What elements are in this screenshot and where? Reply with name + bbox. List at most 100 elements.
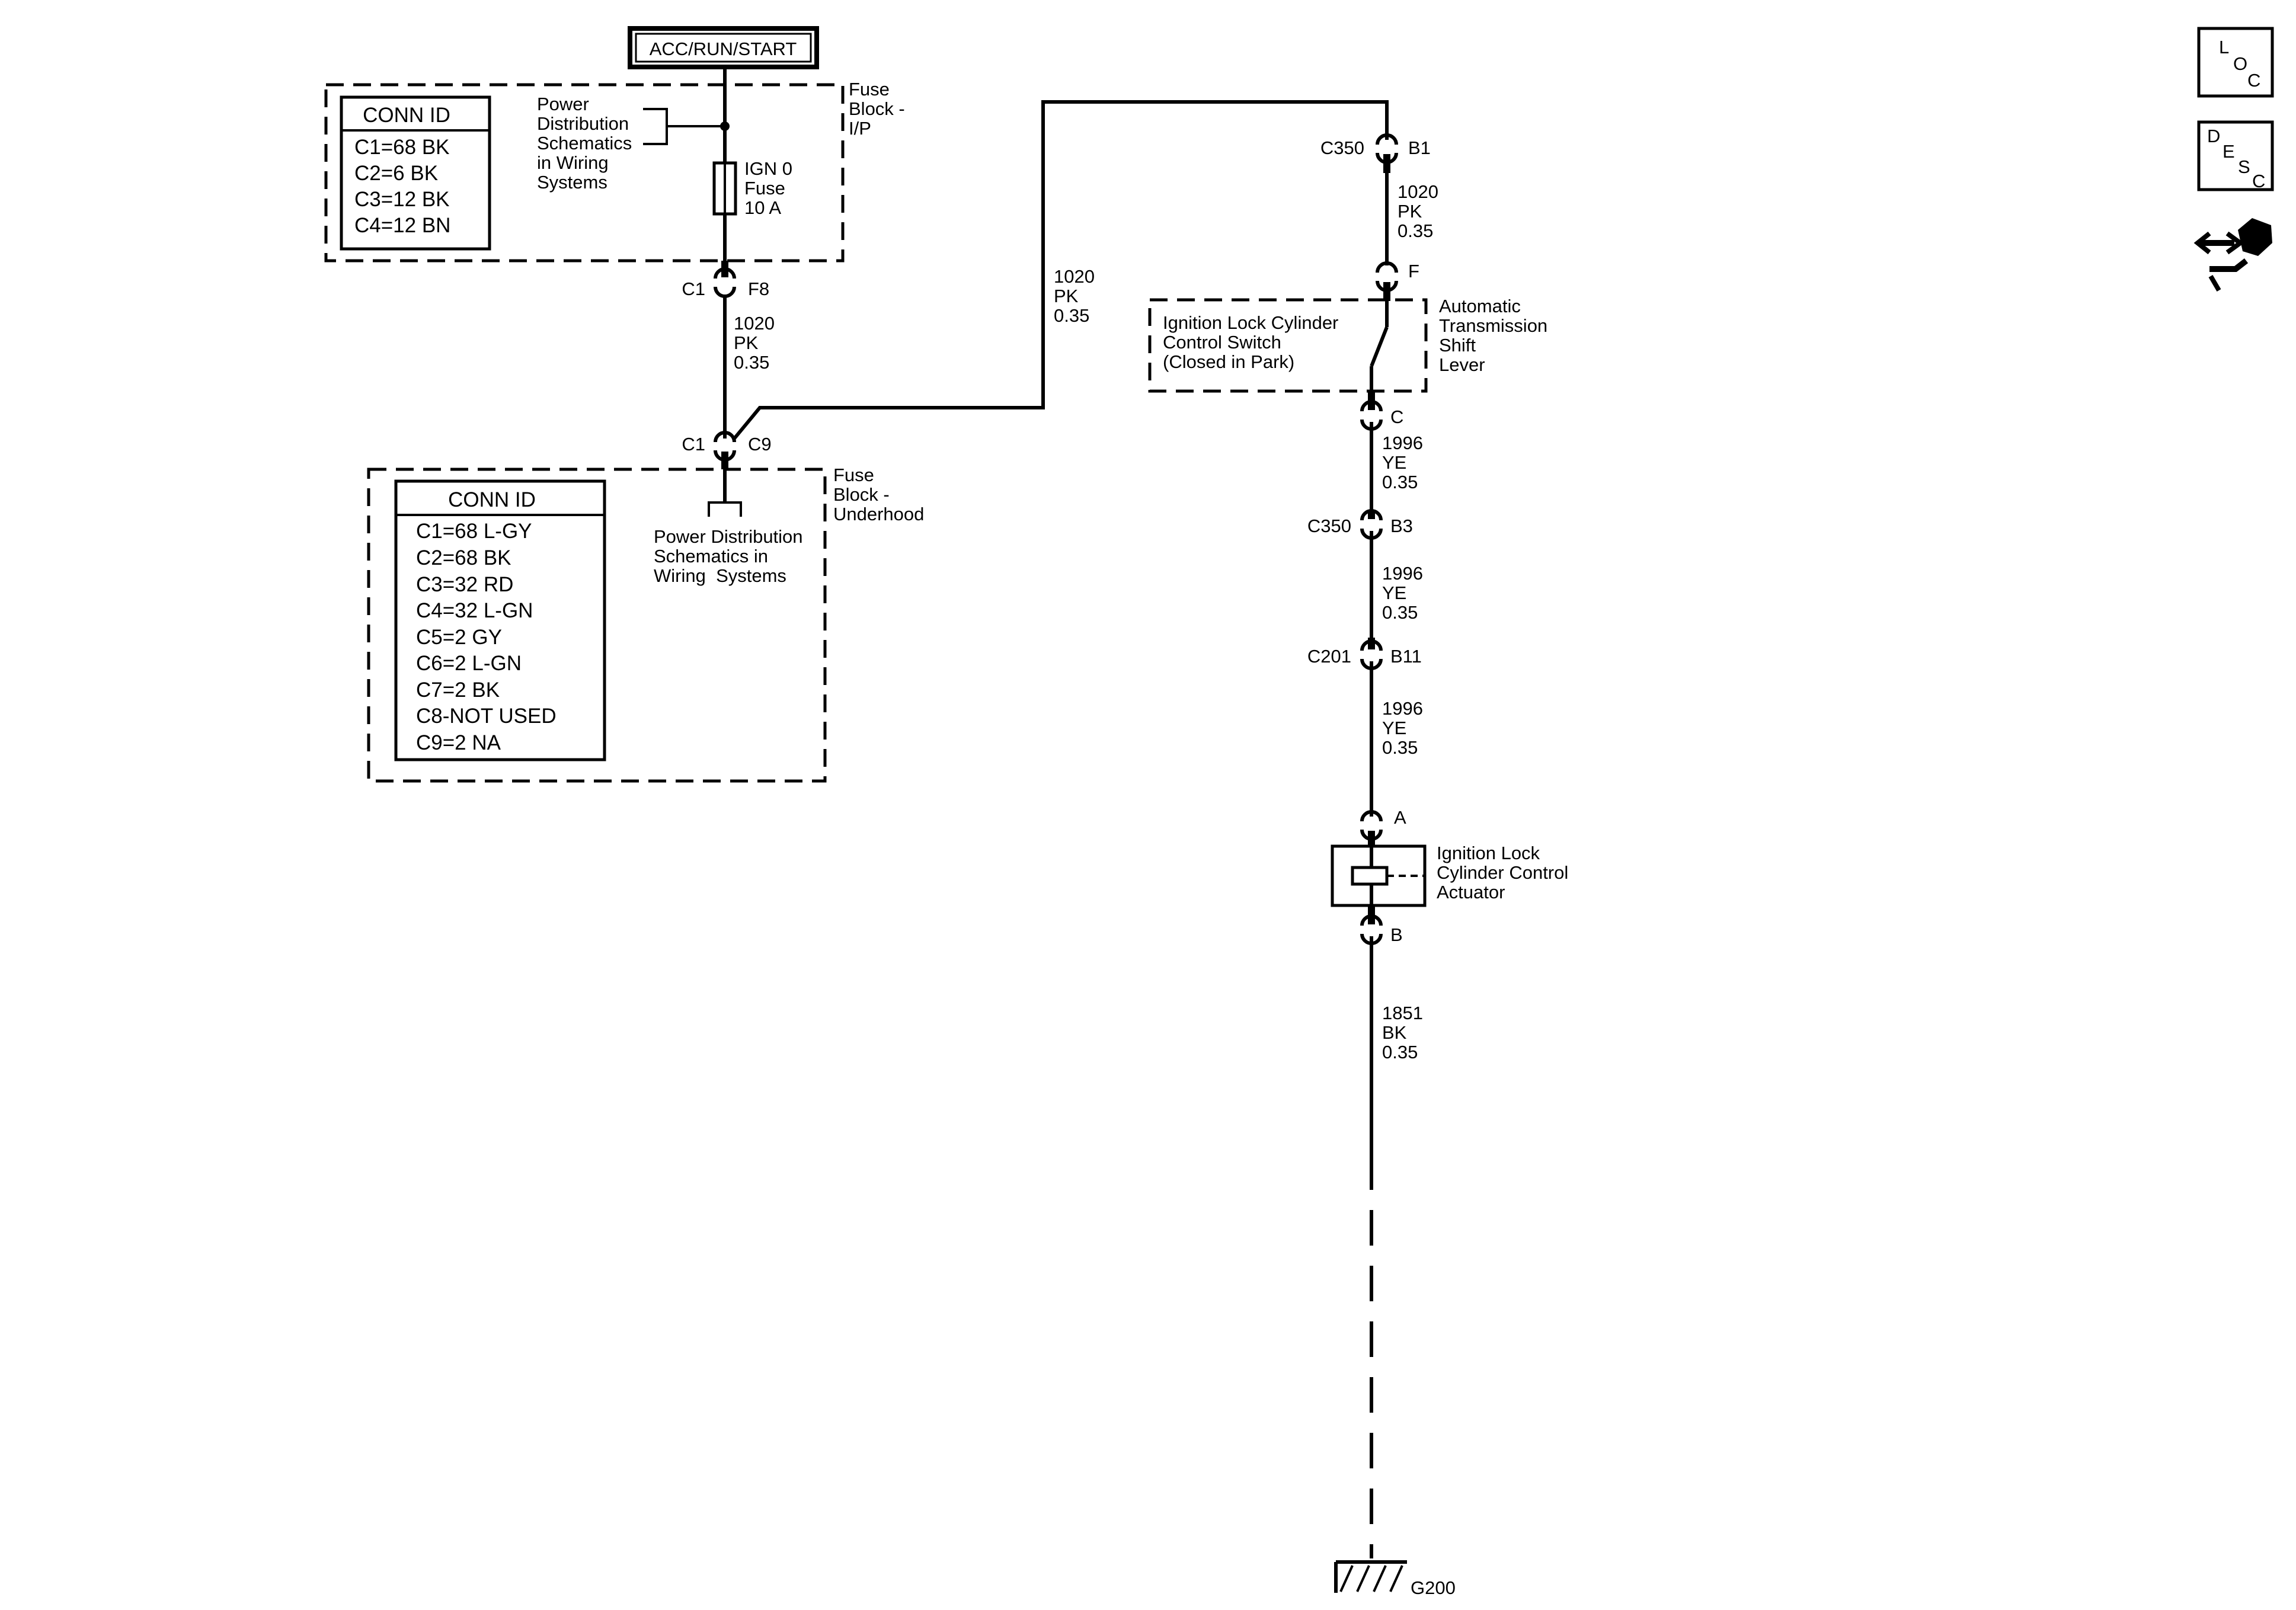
- svg-text:O: O: [2233, 53, 2247, 74]
- conn-row: C6=2 L-GN: [416, 652, 522, 675]
- conn-id-table-underhood: CONN ID C1=68 L-GY C2=68 BK C3=32 RD C4=…: [394, 479, 606, 761]
- svg-text:C9: C9: [748, 434, 772, 454]
- svg-text:Block -: Block -: [849, 98, 905, 119]
- svg-text:Underhood: Underhood: [833, 504, 924, 524]
- svg-text:Lever: Lever: [1439, 354, 1485, 375]
- svg-text:1996: 1996: [1382, 698, 1423, 719]
- power-distribution-ref-ip: Power Distribution Schematics in Wiring …: [537, 94, 730, 193]
- svg-text:Ignition Lock: Ignition Lock: [1437, 843, 1540, 863]
- svg-text:B: B: [1390, 924, 1403, 945]
- automatic-transmission-shift-lever: Ignition Lock Cylinder Control Switch (C…: [1148, 296, 1547, 393]
- svg-text:Fuse: Fuse: [744, 178, 785, 199]
- connector-underhood-c1-c9: C1 C9: [682, 431, 772, 469]
- svg-text:G200: G200: [1411, 1577, 1456, 1598]
- connector-c201-b11: C201 B11: [1307, 638, 1422, 670]
- conn-id-table-ip: CONN ID C1=68 BK C2=6 BK C3=12 BK C4=12 …: [340, 95, 491, 251]
- conn-row: C3=12 BK: [354, 188, 450, 211]
- svg-text:Cylinder Control: Cylinder Control: [1437, 862, 1568, 883]
- underhood-ref-line: Wiring Systems: [654, 565, 786, 586]
- svg-text:B3: B3: [1390, 516, 1413, 536]
- fuse-block-underhood-title: Fuse Block - Underhood: [833, 465, 924, 524]
- wire-label-1996-b: 1996 YE 0.35: [1382, 563, 1423, 623]
- fuse-block-ip-title: Fuse Block - I/P: [849, 79, 905, 139]
- conn-row: C9=2 NA: [416, 731, 501, 754]
- ignition-lock-cylinder-switch: [1370, 301, 1389, 391]
- svg-text:C: C: [2247, 70, 2260, 91]
- svg-text:C201: C201: [1307, 646, 1351, 667]
- svg-text:Shift: Shift: [1439, 335, 1476, 356]
- svg-text:C1: C1: [682, 434, 705, 454]
- svg-text:YE: YE: [1382, 718, 1406, 738]
- svg-text:Power: Power: [537, 94, 589, 114]
- svg-text:1996: 1996: [1382, 433, 1423, 453]
- svg-text:C1: C1: [682, 279, 705, 299]
- conn-row: C2=6 BK: [354, 162, 438, 185]
- power-distribution-ref-underhood: Power Distribution Schematics in Wiring …: [654, 469, 803, 586]
- svg-text:IGN 0: IGN 0: [744, 158, 792, 179]
- svg-text:Block -: Block -: [833, 484, 890, 505]
- svg-text:1020: 1020: [1398, 181, 1438, 202]
- svg-text:1020: 1020: [1054, 266, 1095, 287]
- svg-text:A: A: [1394, 807, 1406, 828]
- svg-text:C350: C350: [1320, 137, 1364, 158]
- conn-id-header: CONN ID: [448, 488, 536, 511]
- svg-text:Actuator: Actuator: [1437, 882, 1505, 902]
- svg-text:(Closed in Park): (Closed in Park): [1163, 351, 1294, 372]
- svg-text:C: C: [2252, 171, 2265, 191]
- wire-label-1020-c: 1020 PK 0.35: [1398, 181, 1438, 241]
- conn-row: C8-NOT USED: [416, 705, 557, 728]
- svg-text:in Wiring: in Wiring: [537, 152, 609, 173]
- svg-text:Schematics in: Schematics in: [654, 546, 768, 566]
- svg-text:BK: BK: [1382, 1022, 1407, 1043]
- wire-label-1020-a: 1020 PK 0.35: [734, 313, 775, 373]
- svg-text:Ignition Lock Cylinder: Ignition Lock Cylinder: [1163, 312, 1338, 333]
- svg-text:S: S: [2238, 156, 2250, 177]
- wire-label-1996-a: 1996 YE 0.35: [1382, 433, 1423, 492]
- wire-label-1996-c: 1996 YE 0.35: [1382, 698, 1423, 758]
- power-source: ACC/RUN/START: [628, 26, 819, 69]
- svg-text:0.35: 0.35: [1398, 220, 1433, 241]
- wire-label-1851: 1851 BK 0.35: [1382, 1003, 1423, 1062]
- wire-label-1020-b: 1020 PK 0.35: [1054, 266, 1095, 326]
- svg-text:PK: PK: [1054, 286, 1079, 306]
- svg-text:L: L: [2219, 37, 2229, 57]
- connector-view-icon[interactable]: [2193, 218, 2272, 292]
- svg-text:Fuse: Fuse: [849, 79, 890, 100]
- svg-text:Automatic: Automatic: [1439, 296, 1521, 316]
- ign0-fuse: IGN 0 Fuse 10 A: [712, 158, 792, 218]
- svg-text:C350: C350: [1307, 516, 1351, 536]
- svg-text:I/P: I/P: [849, 118, 871, 139]
- connector-ip-c1-f8: C1 F8: [682, 261, 769, 299]
- svg-text:0.35: 0.35: [1382, 472, 1418, 492]
- svg-text:Transmission: Transmission: [1439, 315, 1547, 336]
- conn-row: C7=2 BK: [416, 678, 500, 702]
- location-button[interactable]: L O C: [2197, 27, 2274, 98]
- svg-text:C: C: [1390, 406, 1403, 427]
- conn-row: C1=68 L-GY: [416, 520, 532, 543]
- svg-text:E: E: [2223, 141, 2235, 162]
- svg-text:B1: B1: [1408, 137, 1431, 158]
- connector-actuator-a: A: [1360, 807, 1406, 846]
- svg-text:0.35: 0.35: [734, 352, 769, 373]
- description-button[interactable]: D E S C: [2197, 120, 2274, 191]
- conn-row: C2=68 BK: [416, 546, 511, 569]
- conn-row: C5=2 GY: [416, 626, 502, 649]
- svg-text:1996: 1996: [1382, 563, 1423, 584]
- svg-text:1851: 1851: [1382, 1003, 1423, 1023]
- fuse-block-underhood: Fuse Block - Underhood CONN ID C1=68 L-G…: [367, 465, 924, 783]
- connector-c350-b1: C350 B1: [1320, 133, 1431, 173]
- connector-c350-b3: C350 B3: [1307, 509, 1413, 540]
- ground-g200: G200: [1334, 1560, 1456, 1598]
- svg-text:PK: PK: [734, 332, 759, 353]
- conn-row: C3=32 RD: [416, 573, 513, 596]
- conn-row: C4=12 BN: [354, 214, 450, 237]
- conn-row: C4=32 L-GN: [416, 599, 533, 622]
- svg-text:YE: YE: [1382, 582, 1406, 603]
- svg-text:Control Switch: Control Switch: [1163, 332, 1281, 353]
- svg-text:0.35: 0.35: [1382, 737, 1418, 758]
- svg-text:0.35: 0.35: [1382, 1042, 1418, 1062]
- ignition-lock-cylinder-control-actuator: Ignition Lock Cylinder Control Actuator: [1331, 843, 1568, 907]
- svg-text:YE: YE: [1382, 452, 1406, 473]
- svg-text:B11: B11: [1390, 646, 1422, 667]
- conn-row: C1=68 BK: [354, 136, 450, 159]
